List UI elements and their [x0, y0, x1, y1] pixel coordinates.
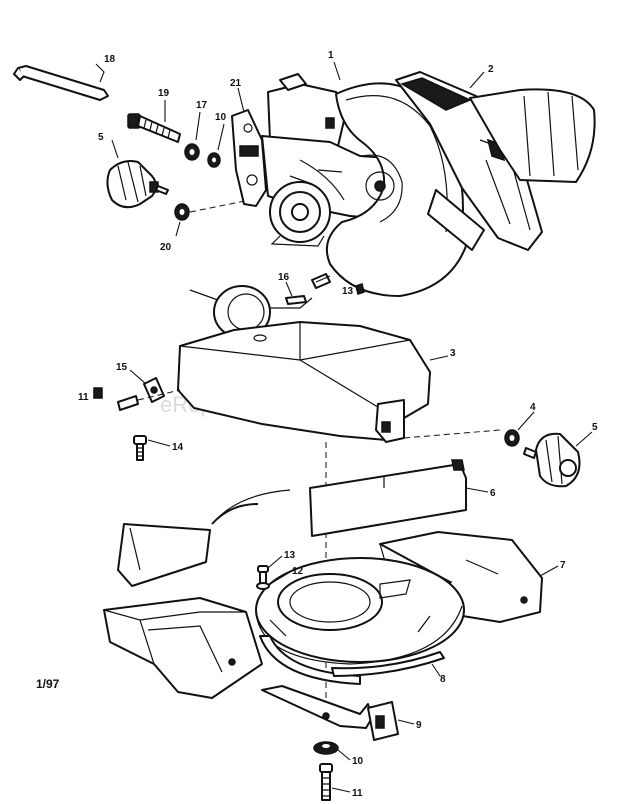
leader-5-upper: [111, 139, 119, 159]
leader-9: [397, 719, 415, 725]
lower-bolt-part: [319, 763, 333, 801]
callout-8: 8: [440, 674, 446, 685]
screw-16-part: [285, 295, 307, 305]
knob-upper-part: [106, 160, 169, 209]
callout-6: 6: [490, 488, 496, 499]
callout-10-lower: 10: [352, 756, 364, 767]
callout-14: 14: [172, 442, 184, 453]
leader-2: [469, 71, 485, 89]
callout-20: 20: [160, 242, 172, 253]
fence-part: [309, 459, 467, 537]
callout-18: 18: [104, 54, 116, 65]
leader-6: [465, 487, 489, 493]
leader-8: [431, 663, 441, 677]
leader-3: [429, 355, 449, 361]
leader-17: [195, 111, 201, 141]
base-part: [103, 489, 543, 699]
washer-part: [184, 143, 200, 161]
leader-dash-15: [137, 389, 181, 401]
leader-13-lower: [267, 555, 283, 569]
leader-1: [333, 61, 341, 81]
leader-11-lower: [331, 787, 351, 793]
callout-15: 15: [116, 362, 128, 373]
leader-12: [269, 571, 291, 585]
leader-dash-4: [403, 429, 501, 439]
screw-13-upper-part: [311, 273, 331, 289]
leader-10-lower: [337, 749, 351, 761]
callout-5-upper: 5: [98, 132, 104, 143]
table-top-part: [177, 321, 431, 443]
leader-16: [285, 281, 293, 297]
screw-13-head: [355, 283, 365, 295]
spring-wire-part: [331, 651, 445, 677]
callout-5-right: 5: [592, 422, 598, 433]
callout-13-upper: 13: [342, 286, 354, 297]
callout-1: 1: [328, 50, 334, 61]
callout-11-upper: 11: [78, 392, 89, 403]
washer-12-part: [256, 582, 270, 590]
leader-7: [539, 565, 559, 577]
callout-11-lower: 11: [352, 788, 363, 799]
hex-key-part: [13, 65, 109, 101]
callout-2: 2: [488, 64, 494, 75]
leader-15: [129, 369, 147, 385]
link-arm-part: [231, 109, 267, 207]
callout-12: 12: [292, 566, 304, 577]
leader-10-upper: [217, 123, 225, 151]
callout-17: 17: [196, 100, 208, 111]
callout-10-upper: 10: [215, 112, 227, 123]
leader-dash-20: [189, 199, 251, 213]
callout-9: 9: [416, 720, 422, 731]
leader-4: [517, 411, 535, 431]
callout-19: 19: [158, 88, 170, 99]
nut-part: [174, 203, 190, 221]
washer-4-part: [504, 429, 520, 447]
leader-14: [147, 439, 171, 447]
motor-handle-part: [395, 71, 596, 251]
callout-4: 4: [530, 402, 536, 413]
leader-5-right: [575, 431, 593, 447]
lower-washer-part: [313, 741, 339, 755]
bolt-part: [127, 113, 181, 143]
callout-21: 21: [230, 78, 242, 89]
pointer-bracket-part: [261, 685, 399, 741]
screw-11-upper-part: [93, 387, 139, 411]
leader-20: [175, 221, 181, 237]
date-code: 1/97: [36, 677, 60, 691]
leader-18: [95, 63, 105, 83]
callout-3: 3: [450, 348, 456, 359]
callout-16: 16: [278, 272, 290, 283]
callout-7: 7: [560, 560, 566, 571]
upper-washer-part: [207, 152, 221, 168]
callout-13-lower: 13: [284, 550, 296, 561]
pin-14-part: [133, 435, 147, 461]
clamp-plate-part: [143, 377, 165, 403]
leader-21: [237, 87, 245, 113]
knob-right-part: [523, 432, 581, 488]
